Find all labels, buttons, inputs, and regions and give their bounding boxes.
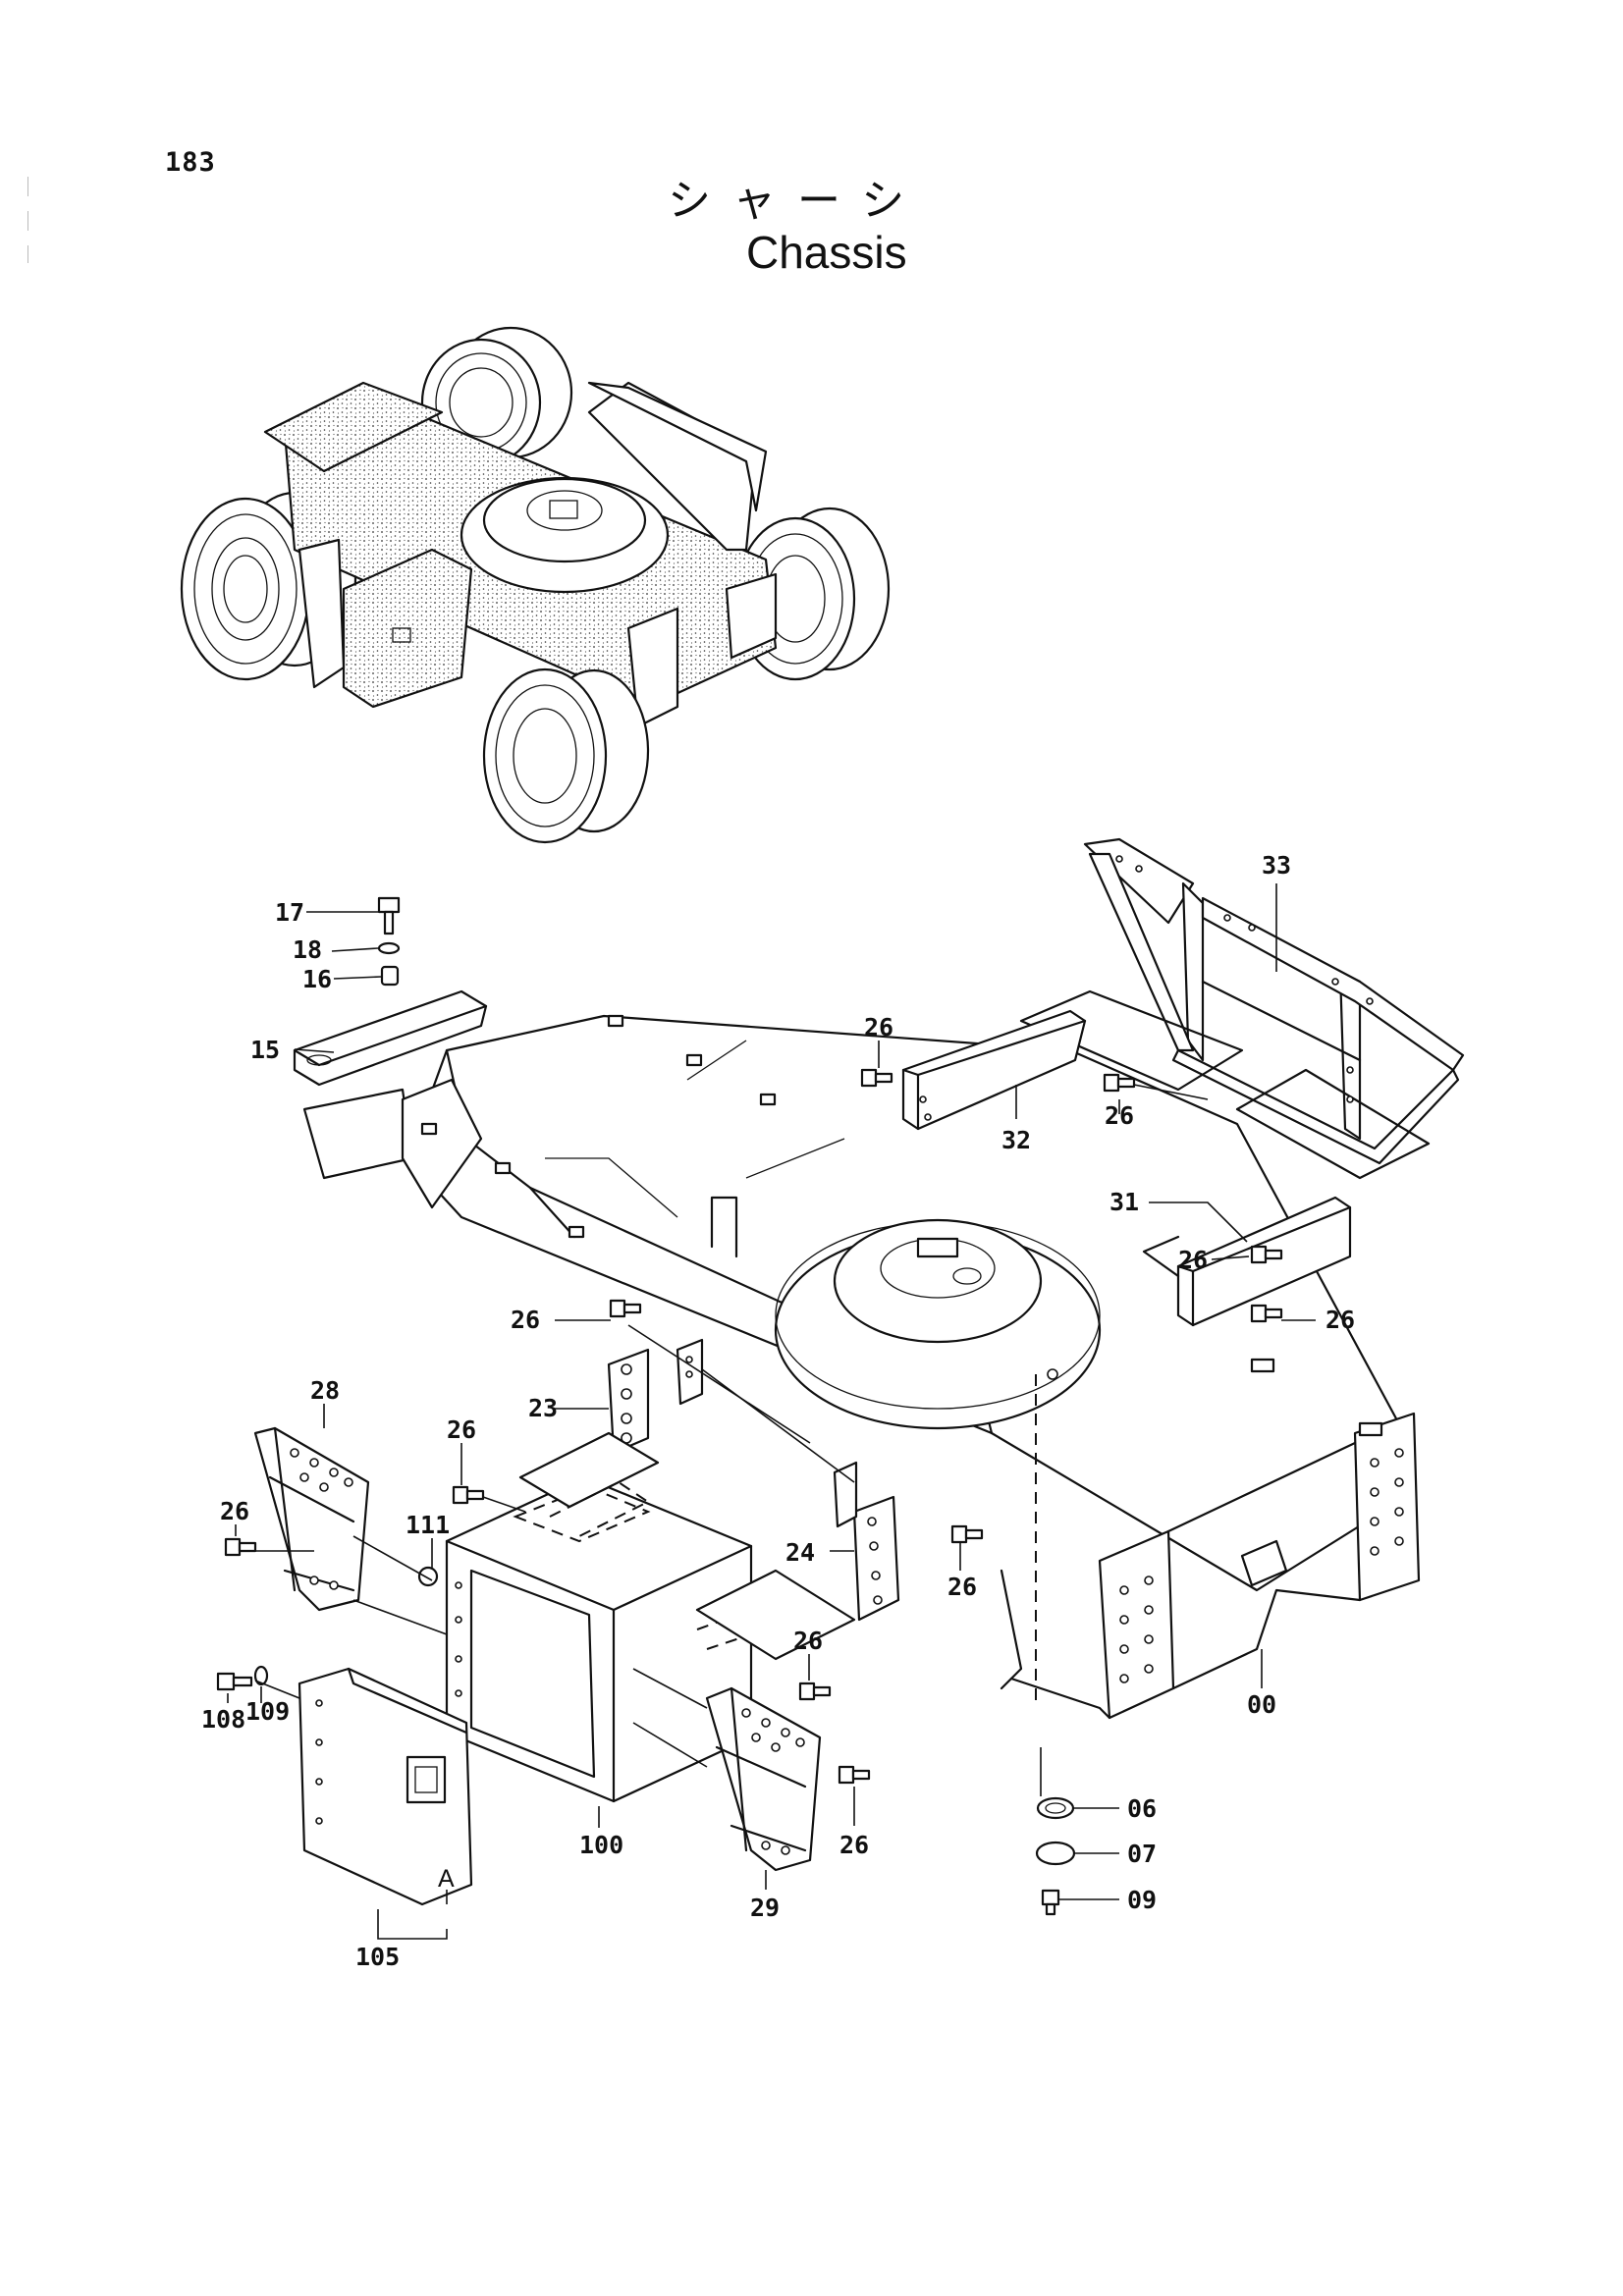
bolt-09 [1041,1889,1060,1916]
callout-28: 28 [310,1376,340,1405]
bolt-26 [950,1524,984,1544]
scan-edge-mark [27,177,28,196]
scan-edge-mark [27,245,28,263]
washer-109 [253,1665,269,1686]
callout-108: 108 [201,1705,245,1734]
bolt-26 [798,1682,832,1701]
callout-15: 15 [250,1036,280,1064]
overview-end-plate [626,607,679,728]
callout-09: 09 [1127,1886,1157,1914]
page-title-english: Chassis [746,227,907,278]
cover-plate [518,1431,660,1509]
rear-end-plate [1098,1529,1175,1720]
callout-26: 26 [220,1497,249,1525]
bolt-26 [1250,1304,1283,1323]
callout-00: 00 [1247,1690,1276,1719]
top-tab [1358,1421,1383,1437]
callout-105: 105 [355,1943,400,1971]
bolt-26 [838,1765,871,1785]
top-tab [685,1053,703,1067]
wheel-rear-left [420,326,573,467]
page-title-japanese: シャーシ [668,176,927,226]
callout-26: 26 [447,1415,476,1444]
scan-edge-mark [27,211,28,231]
step-29 [705,1686,822,1872]
inspection-hole [1240,1539,1288,1587]
top-tab [494,1161,512,1175]
top-tab [759,1093,777,1106]
overview-handle [392,627,411,643]
callout-26: 26 [511,1306,540,1334]
cover-07 [1035,1841,1076,1866]
callout-24: 24 [785,1538,815,1567]
front-bracket-web [401,1078,483,1209]
callout-17: 17 [275,898,304,927]
bolt-26 [1250,1245,1283,1264]
callout-26: 26 [1178,1246,1208,1274]
plate-24 [833,1461,900,1622]
overview-front-bracket [263,381,444,473]
page-number: 183 [165,147,216,178]
assembled-chassis-overview-illustration [180,326,891,844]
callout-109: 109 [245,1697,290,1726]
callout-31: 31 [1109,1188,1139,1216]
callout-26: 26 [1105,1101,1134,1130]
top-tab [420,1122,438,1136]
callout-32: 32 [1001,1126,1031,1154]
bolt-108 [216,1672,253,1691]
top-tab [607,1014,624,1028]
callout-100: 100 [579,1831,623,1859]
callout-26: 26 [793,1627,823,1655]
callout-33: 33 [1262,851,1291,880]
leader-lines [227,883,1316,1940]
overview-top-rail [587,381,768,512]
step-28 [253,1426,370,1612]
rear-end-plate-right [1353,1412,1421,1602]
callout-111: 111 [406,1511,450,1539]
wheel-front-right [482,667,650,844]
rear-frame-33 [1019,837,1465,1180]
turntable-ring [774,1218,1102,1430]
callout-26: 26 [947,1573,977,1601]
end-plate-bolt-holes [1119,1448,1404,1683]
bolt-26 [860,1068,893,1088]
callout-26: 26 [839,1831,869,1859]
u-handle [710,1196,738,1258]
front-side-bracket [302,1088,414,1180]
collar-16 [380,965,400,987]
callout-26: 26 [864,1013,893,1041]
callout-18: 18 [293,935,322,964]
callout-07: 07 [1127,1840,1157,1868]
cover-plate-lower [695,1569,856,1661]
washer-18 [377,941,401,955]
callout-26: 26 [1325,1306,1355,1334]
callout-A: A [438,1865,455,1893]
bolt-26 [609,1299,642,1318]
bolt-26 [1103,1073,1136,1093]
overview-step [298,538,346,689]
callout-06: 06 [1127,1794,1157,1823]
callout-23: 23 [528,1394,558,1422]
top-tab [568,1225,585,1239]
bolt-17 [377,896,401,935]
bolt-26 [224,1537,257,1557]
overview-turntable [460,476,670,594]
plate-23 [607,1338,704,1455]
bolt-26 [452,1485,485,1505]
bracket-15 [293,989,488,1087]
callout-29: 29 [750,1894,780,1922]
battery-cover-105 [298,1667,473,1906]
knob-111 [417,1566,439,1587]
overview-end-plate-right [725,572,778,660]
gasket-06 [1036,1796,1075,1820]
top-tab [1250,1358,1275,1373]
callout-labels: 17 18 16 15 26 26 32 33 26 31 26 26 23 2… [201,851,1355,1971]
callout-16: 16 [302,965,332,993]
bracket-32 [901,1009,1087,1131]
